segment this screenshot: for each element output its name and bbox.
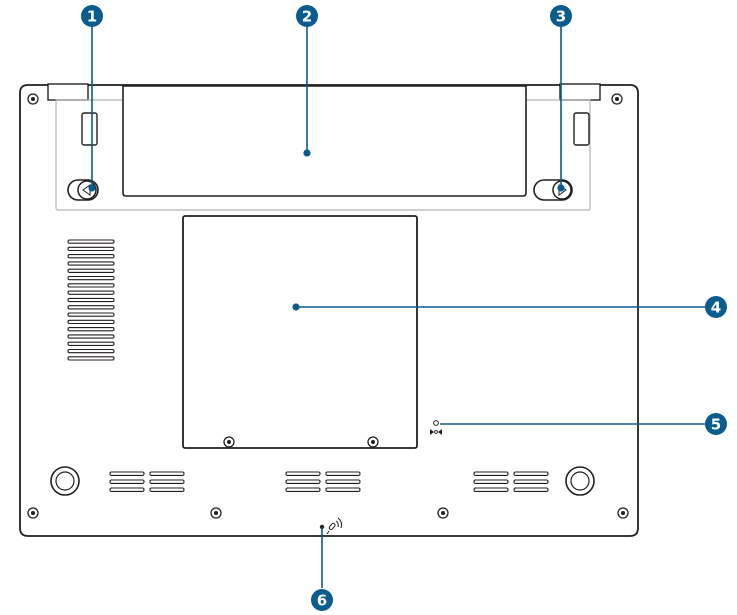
screw bbox=[27, 507, 39, 519]
vent-slat bbox=[513, 479, 549, 484]
reset-icon bbox=[430, 429, 442, 435]
vent-slat bbox=[67, 327, 115, 332]
battery-slot-right bbox=[573, 112, 590, 146]
memory-compartment[interactable] bbox=[182, 215, 418, 449]
vent-slat bbox=[109, 471, 145, 476]
hinge-tab-left bbox=[47, 83, 89, 101]
vent-slat bbox=[67, 334, 115, 339]
vent-slat bbox=[67, 275, 115, 281]
vent-slat bbox=[67, 319, 115, 325]
vent-slat bbox=[473, 471, 509, 476]
vent-slat bbox=[149, 471, 185, 476]
callout-number: 4 bbox=[711, 299, 721, 317]
callout-number: 3 bbox=[556, 8, 566, 26]
vent-slat bbox=[109, 487, 145, 492]
screw bbox=[611, 93, 623, 105]
vent-slat bbox=[109, 479, 145, 484]
vent-slat bbox=[473, 479, 509, 484]
vent-grille-bottom bbox=[109, 471, 549, 492]
vent-slat bbox=[285, 479, 321, 484]
callout-badge-4: 4 bbox=[705, 296, 727, 318]
compartment-screw bbox=[367, 436, 379, 448]
callout-badge-5: 5 bbox=[705, 413, 727, 435]
vent-slat bbox=[67, 239, 115, 244]
battery-lock-right[interactable] bbox=[533, 179, 573, 201]
vent-slat bbox=[285, 487, 321, 492]
vent-slat bbox=[67, 261, 115, 266]
vent-slat bbox=[285, 471, 321, 476]
battery-bay-outline bbox=[55, 99, 591, 211]
vent-slat bbox=[149, 487, 185, 492]
vent-slat bbox=[149, 479, 185, 484]
vent-slat bbox=[513, 487, 549, 492]
vent-slat bbox=[67, 297, 115, 303]
callout-badge-3: 3 bbox=[550, 5, 572, 27]
vent-slat bbox=[67, 312, 115, 317]
vent-slat bbox=[67, 290, 115, 295]
callout-number: 5 bbox=[711, 416, 721, 434]
vent-slat bbox=[67, 348, 115, 354]
callout-number: 2 bbox=[302, 8, 312, 26]
rubber-foot-right bbox=[565, 466, 595, 496]
compartment-screw bbox=[223, 436, 235, 448]
vent-slat bbox=[473, 487, 509, 492]
vent-grille-left bbox=[67, 239, 115, 361]
vent-slat bbox=[67, 356, 115, 361]
vent-slat bbox=[325, 487, 361, 492]
vent-slat bbox=[67, 246, 115, 252]
screw bbox=[27, 93, 39, 105]
screw bbox=[437, 507, 449, 519]
callout-badge-2: 2 bbox=[296, 5, 318, 27]
battery-pack bbox=[122, 85, 527, 197]
microphone-icon bbox=[326, 517, 343, 535]
reset-hole[interactable] bbox=[433, 420, 439, 426]
callout-badge-1: 1 bbox=[81, 5, 103, 27]
vent-slat bbox=[67, 254, 115, 259]
battery-slot-left bbox=[81, 112, 98, 146]
screw bbox=[617, 507, 629, 519]
hinge-tab-right bbox=[559, 83, 601, 101]
vent-slat bbox=[67, 283, 115, 288]
rubber-foot-left bbox=[50, 466, 80, 496]
vent-slat bbox=[67, 305, 115, 310]
vent-slat bbox=[513, 471, 549, 476]
vent-slat bbox=[325, 471, 361, 476]
callout-badge-6: 6 bbox=[311, 589, 333, 611]
vent-slat bbox=[67, 341, 115, 346]
screw bbox=[210, 507, 222, 519]
callout-number: 6 bbox=[317, 592, 327, 610]
vent-slat bbox=[325, 479, 361, 484]
vent-slat bbox=[67, 268, 115, 273]
callout-number: 1 bbox=[87, 8, 97, 26]
